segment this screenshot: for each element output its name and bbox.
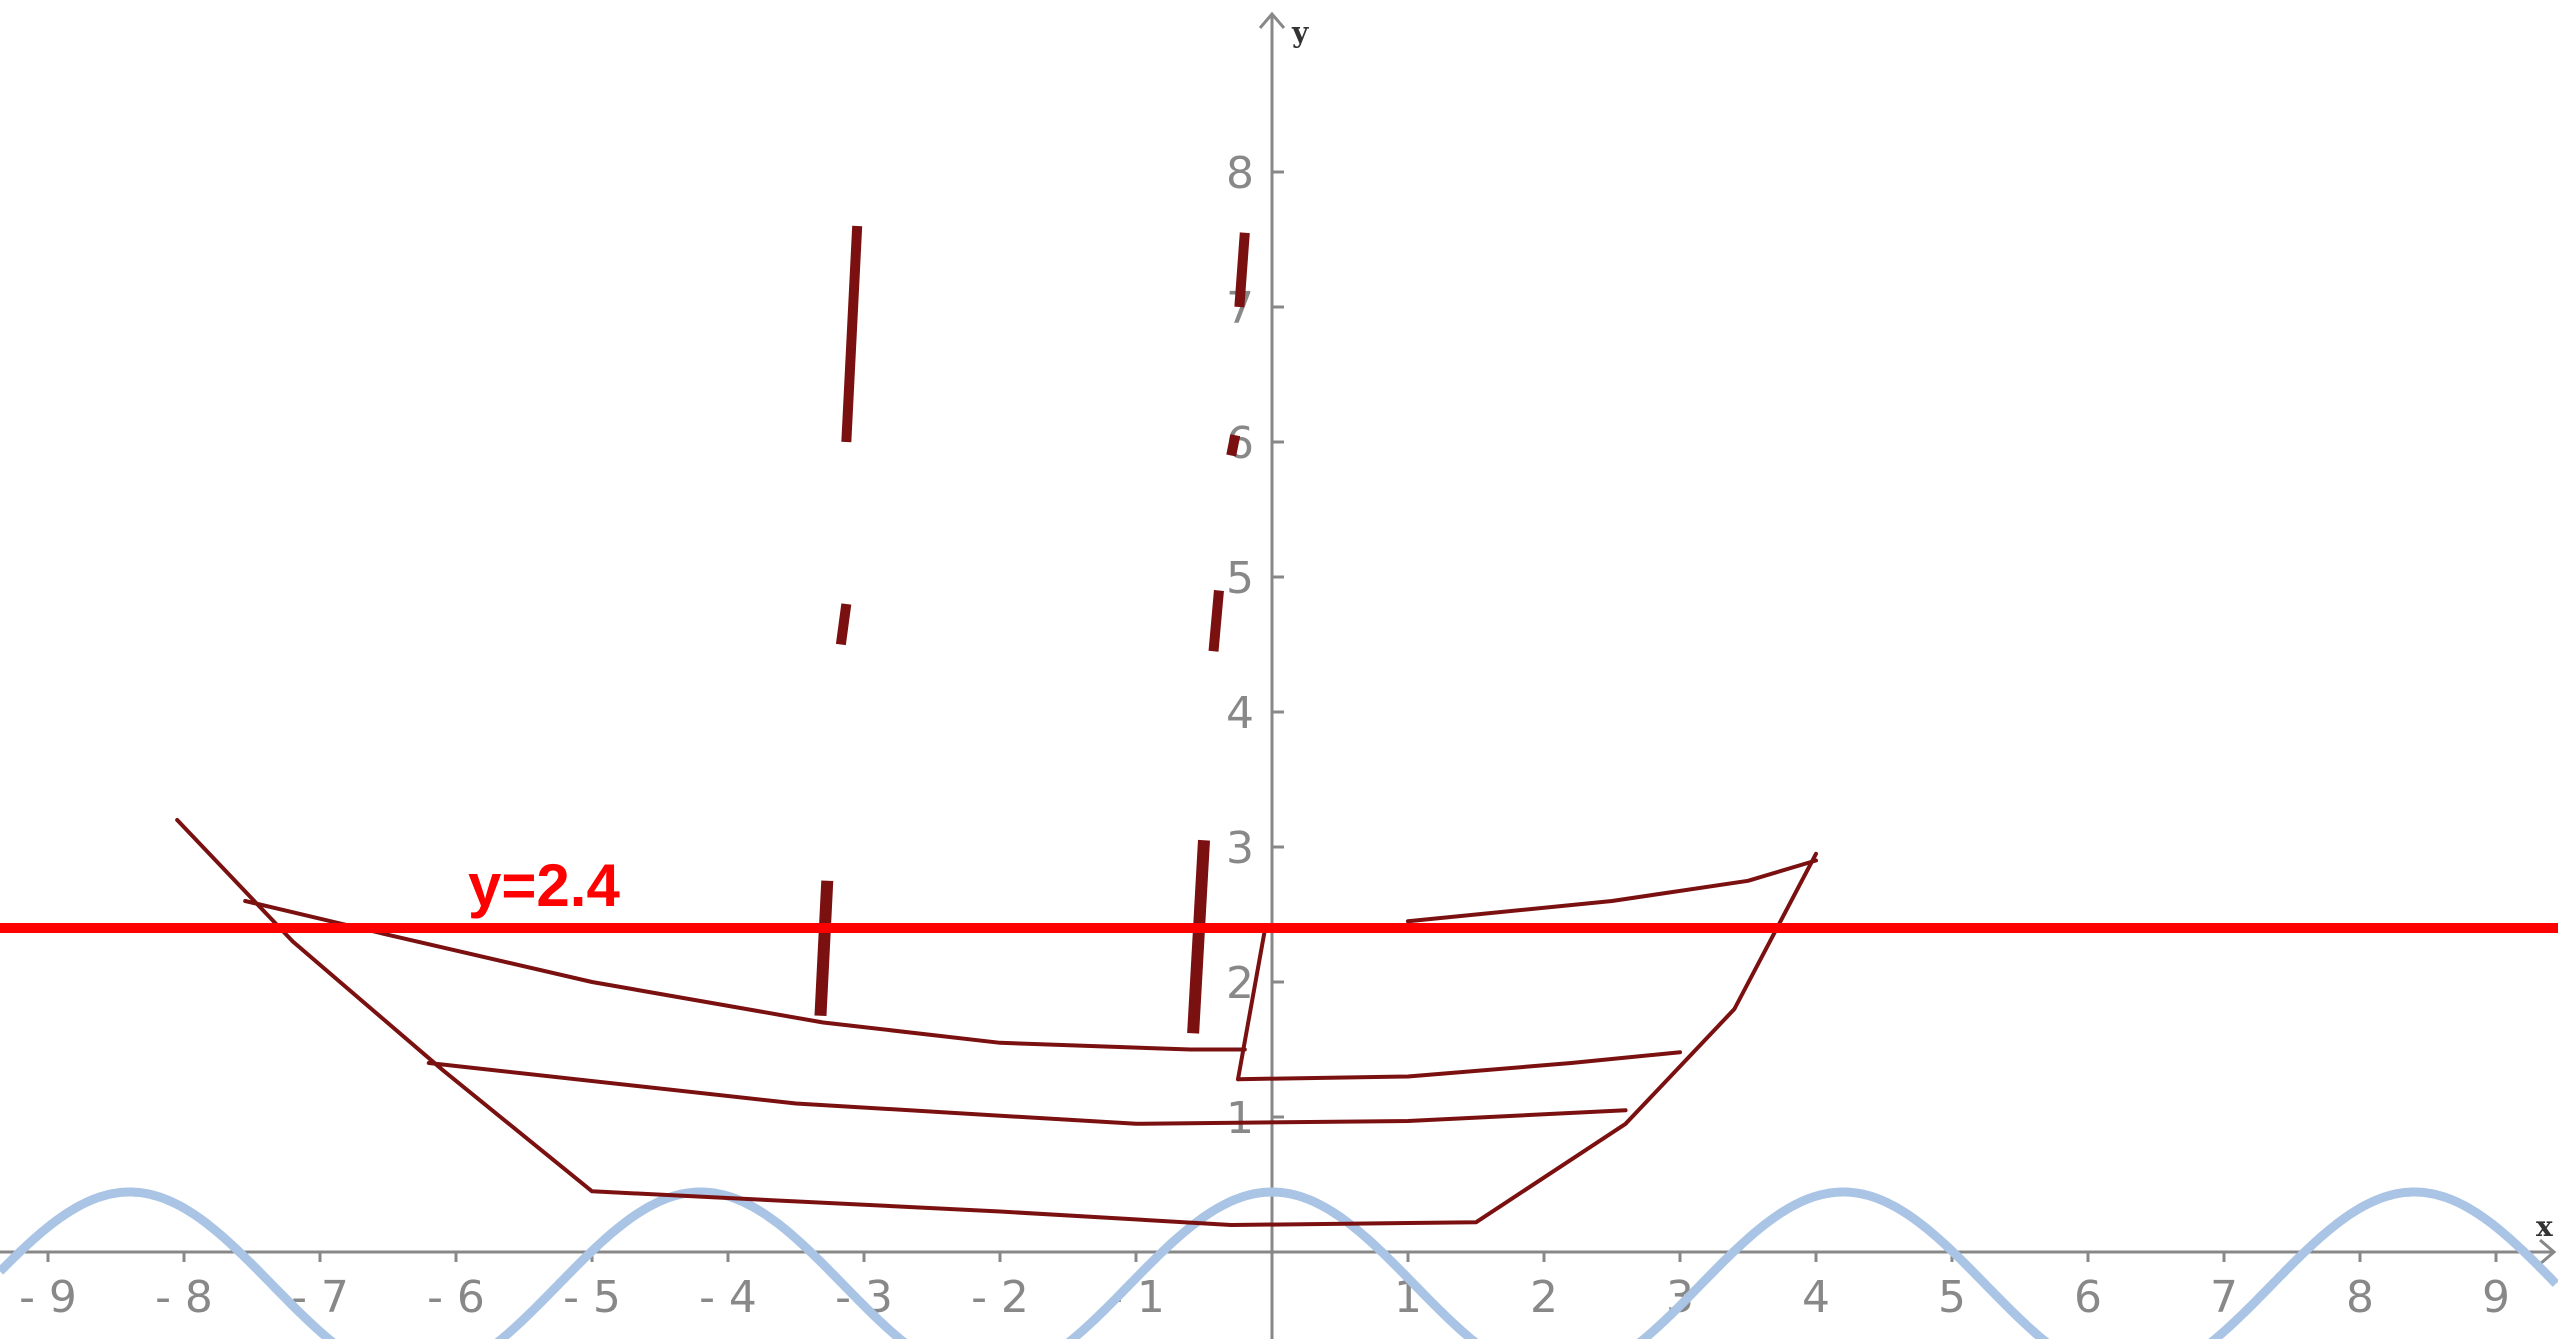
x-tick-label: - 4 [699,1272,757,1323]
y-tick-label: 4 [1226,688,1254,739]
mast-left-mid [835,603,852,646]
y-axis-arrow-icon [1258,11,1286,29]
x-tick-label: - 6 [427,1272,485,1323]
horizontal-line-label: y=2.4 [468,852,620,919]
boat-right-deck [1236,1050,1682,1082]
wave-path [0,1187,2558,1339]
y-tick-label: 8 [1226,148,1254,199]
x-tick-label: - 8 [155,1272,213,1323]
y-tick-label: 1 [1226,1093,1254,1144]
boat-right-gunwale [1406,858,1818,924]
x-tick-label: 6 [2074,1272,2102,1323]
y-tick-label: 2 [1226,958,1254,1009]
mast-right-mid [1208,590,1224,652]
mast-left-upper [841,225,863,443]
x-axis-label: x [2536,1210,2553,1243]
x-tick-label: 7 [2210,1272,2238,1323]
y-axis-label: y [1291,16,1309,49]
x-tick-label: - 9 [19,1272,77,1323]
boat-stern-post [1236,926,1268,1082]
wave-curve [0,1187,2558,1339]
x-tick-label: 5 [1938,1272,1966,1323]
boat-hull-outline [175,818,1818,1227]
mast-right-lower [1187,839,1210,1034]
x-tick-label: - 5 [563,1272,621,1323]
x-tick-label: - 2 [971,1272,1029,1323]
mast-left-lower [814,880,834,1017]
mast-right-small [1226,434,1241,457]
boat-drawing [175,225,1818,1227]
boat-middle-plank [426,1061,1628,1126]
y-tick-label: 5 [1226,553,1254,604]
mast-right-upper [1234,232,1250,308]
x-tick-label: 4 [1802,1272,1830,1323]
boat-gunwale [243,899,1247,1052]
x-axis-arrow-icon [2539,1238,2557,1266]
y-tick-label: 3 [1226,823,1254,874]
x-tick-label: 8 [2346,1272,2374,1323]
x-tick-label: 9 [2482,1272,2510,1323]
x-tick-label: 2 [1530,1272,1558,1323]
